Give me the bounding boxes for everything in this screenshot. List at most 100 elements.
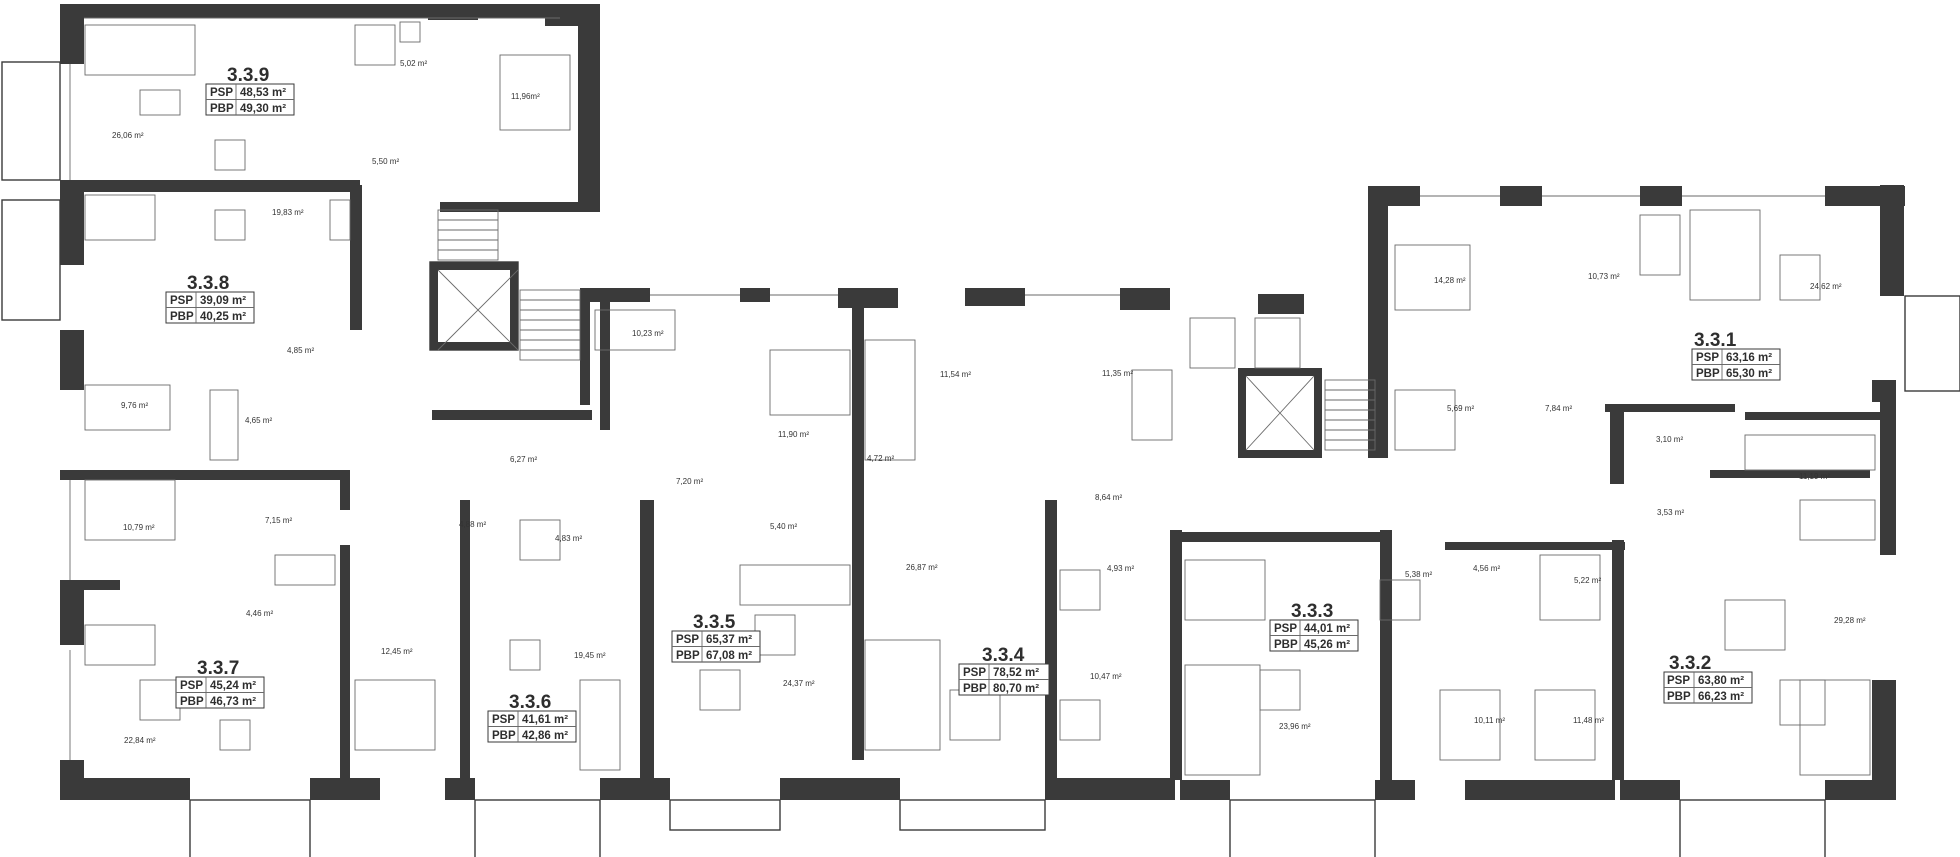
apartment-tag-3-3-9: 3.3.9 PSP 48,53 m² PBP 49,30 m² — [205, 65, 295, 116]
room-area: 23,96 m² — [1279, 722, 1311, 731]
room-area: 7,20 m² — [676, 477, 703, 486]
pbp-value: 42,86 m² — [522, 730, 568, 742]
room-area: 24,62 m² — [1810, 282, 1842, 291]
room-area: 4,88 m² — [459, 520, 486, 529]
room-area: 5,38 m² — [1405, 570, 1432, 579]
pbp-value: 40,25 m² — [200, 311, 246, 323]
stairs — [437, 209, 1376, 451]
pbp-label: PBP — [676, 650, 700, 662]
apartment-tag-3-3-1: 3.3.1 PSP 63,16 m² PBP 65,30 m² — [1691, 330, 1781, 381]
furniture — [84, 21, 1876, 776]
room-labels: 26,06 m² 5,02 m² 11,96m² 5,50 m² 19,83 m… — [112, 59, 1866, 745]
apartment-tag-3-3-4: 3.3.4 PSP 78,52 m² PBP 80,70 m² — [958, 645, 1050, 696]
apartment-number: 3.3.3 — [1291, 601, 1333, 622]
psp-value: 63,16 m² — [1726, 352, 1772, 364]
apartment-number: 3.3.7 — [197, 658, 239, 679]
room-area: 10,47 m² — [1090, 672, 1122, 681]
psp-value: 48,53 m² — [240, 87, 286, 99]
pbp-label: PBP — [1696, 368, 1720, 380]
room-area: 14,28 m² — [1434, 276, 1466, 285]
room-area: 5,50 m² — [372, 157, 399, 166]
room-area: 29,28 m² — [1834, 616, 1866, 625]
room-area: 5,02 m² — [400, 59, 427, 68]
apartment-tag-3-3-8: 3.3.8 PSP 39,09 m² PBP 40,25 m² — [165, 273, 255, 324]
pbp-label: PBP — [1274, 639, 1298, 651]
pbp-value: 45,26 m² — [1304, 639, 1350, 651]
pbp-value: 49,30 m² — [240, 103, 286, 115]
room-area: 11,90 m² — [778, 430, 809, 439]
room-area: 9,76 m² — [121, 401, 148, 410]
room-area: 4,83 m² — [555, 534, 582, 543]
pbp-value: 67,08 m² — [706, 650, 752, 662]
room-area: 7,84 m² — [1545, 404, 1572, 413]
psp-label: PSP — [170, 295, 193, 307]
psp-label: PSP — [180, 680, 203, 692]
room-area: 8,64 m² — [1095, 493, 1122, 502]
psp-value: 78,52 m² — [993, 667, 1039, 679]
apartment-tag-3-3-2: 3.3.2 PSP 63,80 m² PBP 66,23 m² — [1663, 653, 1753, 704]
apartment-number: 3.3.9 — [227, 65, 269, 86]
psp-label: PSP — [1696, 352, 1719, 364]
apartment-tag-3-3-3: 3.3.3 PSP 44,01 m² PBP 45,26 m² — [1269, 601, 1359, 652]
room-area: 10,79 m² — [123, 523, 155, 532]
room-area: 4,56 m² — [1473, 564, 1500, 573]
psp-label: PSP — [963, 667, 986, 679]
room-area: 6,27 m² — [510, 455, 537, 464]
apartment-number: 3.3.8 — [187, 273, 229, 294]
apartment-number: 3.3.1 — [1694, 330, 1737, 351]
room-area: 19,83 m² — [272, 208, 304, 217]
pbp-label: PBP — [492, 730, 516, 742]
room-area: 10,73 m² — [1588, 272, 1620, 281]
apartment-tag-3-3-6: 3.3.6 PSP 41,61 m² PBP 42,86 m² — [487, 692, 577, 743]
pbp-value: 66,23 m² — [1698, 691, 1744, 703]
apartment-number: 3.3.5 — [693, 612, 736, 633]
room-area: 5,69 m² — [1447, 404, 1474, 413]
room-area: 3,10 m² — [1656, 435, 1683, 444]
psp-label: PSP — [492, 714, 515, 726]
pbp-label: PBP — [170, 311, 194, 323]
psp-value: 44,01 m² — [1304, 623, 1350, 635]
room-area: 11,54 m² — [940, 370, 971, 379]
apartment-number: 3.3.4 — [982, 645, 1025, 666]
apartment-tag-3-3-7: 3.3.7 PSP 45,24 m² PBP 46,73 m² — [175, 658, 265, 709]
room-area: 4,72 m² — [867, 454, 894, 463]
pbp-value: 80,70 m² — [993, 683, 1039, 695]
pbp-label: PBP — [1667, 691, 1691, 703]
pbp-label: PBP — [180, 696, 204, 708]
room-area: 4,85 m² — [287, 346, 314, 355]
psp-label: PSP — [676, 634, 699, 646]
pbp-value: 46,73 m² — [210, 696, 256, 708]
apartment-number: 3.3.6 — [509, 692, 551, 713]
apartment-number: 3.3.2 — [1669, 653, 1711, 674]
psp-label: PSP — [210, 87, 233, 99]
room-area: 11,48 m² — [1573, 716, 1604, 725]
balconies — [1, 17, 1960, 857]
room-area: 7,15 m² — [265, 516, 292, 525]
room-area: 26,87 m² — [906, 563, 938, 572]
psp-value: 65,37 m² — [706, 634, 752, 646]
pbp-label: PBP — [963, 683, 987, 695]
psp-value: 45,24 m² — [210, 680, 256, 692]
room-area: 12,45 m² — [381, 647, 413, 656]
room-area: 5,22 m² — [1574, 576, 1601, 585]
apartment-tag-3-3-5: 3.3.5 PSP 65,37 m² PBP 67,08 m² — [671, 612, 761, 663]
room-area: 4,65 m² — [245, 416, 272, 425]
room-area: 4,46 m² — [246, 609, 273, 618]
psp-value: 63,80 m² — [1698, 675, 1744, 687]
room-area: 11,35 m² — [1102, 369, 1133, 378]
room-area: 11,19 m² — [1799, 472, 1830, 481]
psp-label: PSP — [1274, 623, 1297, 635]
room-area: 10,11 m² — [1474, 716, 1505, 725]
room-area: 24,37 m² — [783, 679, 815, 688]
room-area: 19,45 m² — [574, 651, 606, 660]
pbp-label: PBP — [210, 103, 234, 115]
room-area: 5,40 m² — [770, 522, 797, 531]
pbp-value: 65,30 m² — [1726, 368, 1772, 380]
psp-value: 39,09 m² — [200, 295, 246, 307]
room-area: 3,53 m² — [1657, 508, 1684, 517]
room-area: 4,93 m² — [1107, 564, 1134, 573]
room-area: 11,96m² — [511, 92, 540, 101]
psp-label: PSP — [1667, 675, 1690, 687]
room-area: 10,23 m² — [632, 329, 664, 338]
